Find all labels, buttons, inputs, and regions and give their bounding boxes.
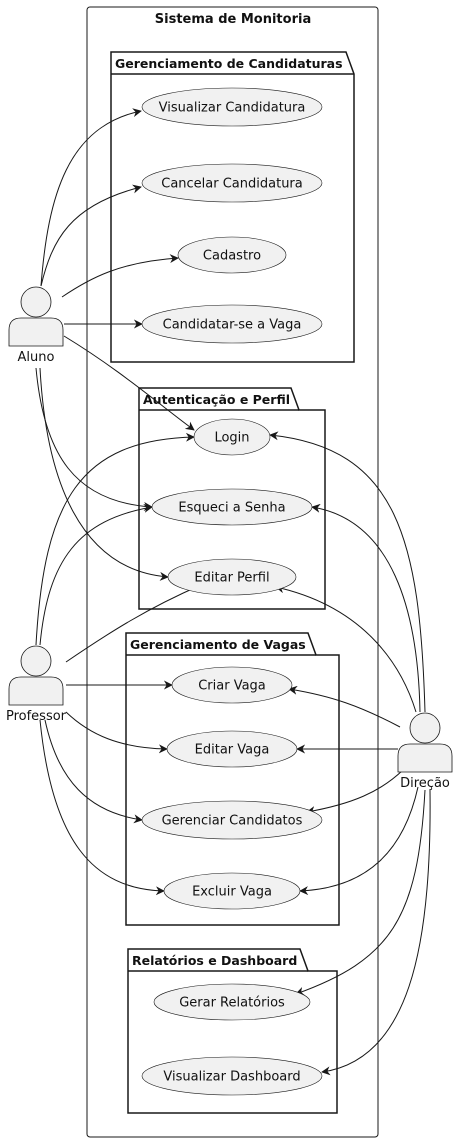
actor-direcao[interactable]: Direção — [397, 712, 453, 791]
actor-head-icon — [409, 712, 441, 744]
use-case-label: Esqueci a Senha — [178, 501, 285, 516]
association-aluno-to-cadastro — [61, 254, 179, 298]
use-case-ellipse — [167, 558, 297, 596]
use-case-ellipse — [163, 872, 301, 910]
actor-head-icon — [20, 645, 52, 677]
actor-head-icon — [20, 286, 52, 318]
use-case-label: Visualizar Dashboard — [163, 1070, 300, 1085]
use-case-ellipse — [166, 730, 298, 768]
actor-label: Aluno — [18, 350, 55, 365]
actor-body-icon — [397, 743, 453, 773]
use-case-canc-cand[interactable]: Cancelar Candidatura — [141, 163, 323, 203]
association-direcao-to-dashboard — [321, 789, 431, 1076]
package-frame — [125, 632, 340, 926]
association-professor-to-esqueci — [39, 503, 153, 646]
use-case-editar-vaga[interactable]: Editar Vaga — [166, 730, 298, 768]
package-cand: Gerenciamento de Candidaturas — [110, 51, 355, 363]
use-case-label: Editar Perfil — [194, 571, 269, 586]
use-case-ellipse — [193, 418, 271, 456]
actor-aluno[interactable]: Aluno — [8, 286, 64, 365]
use-case-label: Visualizar Candidatura — [159, 101, 306, 116]
use-case-label: Excluir Vaga — [192, 885, 272, 900]
use-case-candidatar[interactable]: Candidatar-se a Vaga — [141, 304, 323, 344]
association-aluno-to-esqueci — [35, 367, 153, 511]
use-case-cadastro[interactable]: Cadastro — [177, 236, 287, 274]
use-case-ellipse — [141, 800, 323, 840]
packages: Gerenciamento de CandidaturasAutenticaçã… — [110, 51, 355, 1114]
actor-professor[interactable]: Professor — [6, 645, 67, 724]
association-direcao-to-editar_perfil — [275, 584, 417, 713]
association-direcao-to-esqueci — [311, 503, 421, 713]
association-direcao-to-gerenciar — [306, 769, 404, 816]
actor-body-icon — [8, 676, 64, 706]
association-direcao-to-excluir — [299, 786, 419, 896]
package-frame — [127, 948, 338, 1114]
package-frame — [110, 51, 355, 363]
use-case-ellipse — [141, 304, 323, 344]
association-direcao-to-criar — [288, 685, 401, 728]
system-title: Sistema de Monitoria — [155, 12, 311, 27]
use-case-ellipse — [151, 488, 313, 526]
use-case-esqueci[interactable]: Esqueci a Senha — [151, 488, 313, 526]
package-rel: Relatórios e Dashboard — [127, 948, 338, 1114]
actor-label: Professor — [6, 709, 67, 724]
association-aluno-to-canc_cand — [40, 184, 142, 287]
package-vagas: Gerenciamento de Vagas — [125, 632, 340, 926]
association-aluno-to-vis_cand — [40, 108, 142, 287]
association-direcao-to-relatorios — [295, 789, 426, 996]
package-auth: Autenticação e Perfil — [138, 387, 326, 610]
use-case-ellipse — [171, 666, 293, 704]
package-title: Autenticação e Perfil — [143, 392, 290, 407]
actor-body-icon — [8, 317, 64, 347]
use-case-ellipse — [153, 983, 311, 1021]
use-case-label: Cadastro — [203, 249, 261, 264]
association-professor-to-editar_perfil — [65, 584, 202, 663]
package-frame — [138, 387, 326, 610]
package-title: Gerenciamento de Candidaturas — [115, 56, 343, 71]
use-case-label: Gerar Relatórios — [179, 996, 285, 1011]
use-case-excluir[interactable]: Excluir Vaga — [163, 872, 301, 910]
association-edges — [35, 108, 431, 1076]
use-case-vis-cand[interactable]: Visualizar Candidatura — [141, 87, 323, 127]
use-case-label: Cancelar Candidatura — [161, 177, 303, 192]
use-case-ellipse — [141, 163, 323, 203]
use-case-criar[interactable]: Criar Vaga — [171, 666, 293, 704]
use-case-relatorios[interactable]: Gerar Relatórios — [153, 983, 311, 1021]
use-case-editar-perfil[interactable]: Editar Perfil — [167, 558, 297, 596]
use-case-dashboard[interactable]: Visualizar Dashboard — [141, 1056, 323, 1096]
use-case-label: Candidatar-se a Vaga — [163, 318, 302, 333]
association-aluno-to-editar_perfil — [39, 367, 169, 581]
association-direcao-to-login — [269, 431, 426, 713]
use-case-gerenciar[interactable]: Gerenciar Candidatos — [141, 800, 323, 840]
use-case-label: Criar Vaga — [198, 679, 266, 694]
association-professor-to-gerenciar — [44, 719, 143, 824]
package-title: Relatórios e Dashboard — [132, 953, 297, 968]
association-professor-to-excluir — [39, 719, 165, 896]
association-aluno-to-login — [63, 335, 195, 431]
package-title: Gerenciamento de Vagas — [130, 637, 306, 652]
use-case-label: Editar Vaga — [195, 743, 270, 758]
use-case-label: Login — [214, 431, 249, 446]
system-boundary — [86, 6, 379, 1138]
actor-label: Direção — [400, 776, 450, 791]
use-case-ellipse — [141, 1056, 323, 1096]
association-professor-to-editar_vaga — [65, 711, 168, 754]
use-case-ellipse — [141, 87, 323, 127]
use-case-label: Gerenciar Candidatos — [162, 814, 303, 829]
use-case-ellipse — [177, 236, 287, 274]
use-case-login[interactable]: Login — [193, 418, 271, 456]
association-professor-to-login — [35, 432, 195, 646]
